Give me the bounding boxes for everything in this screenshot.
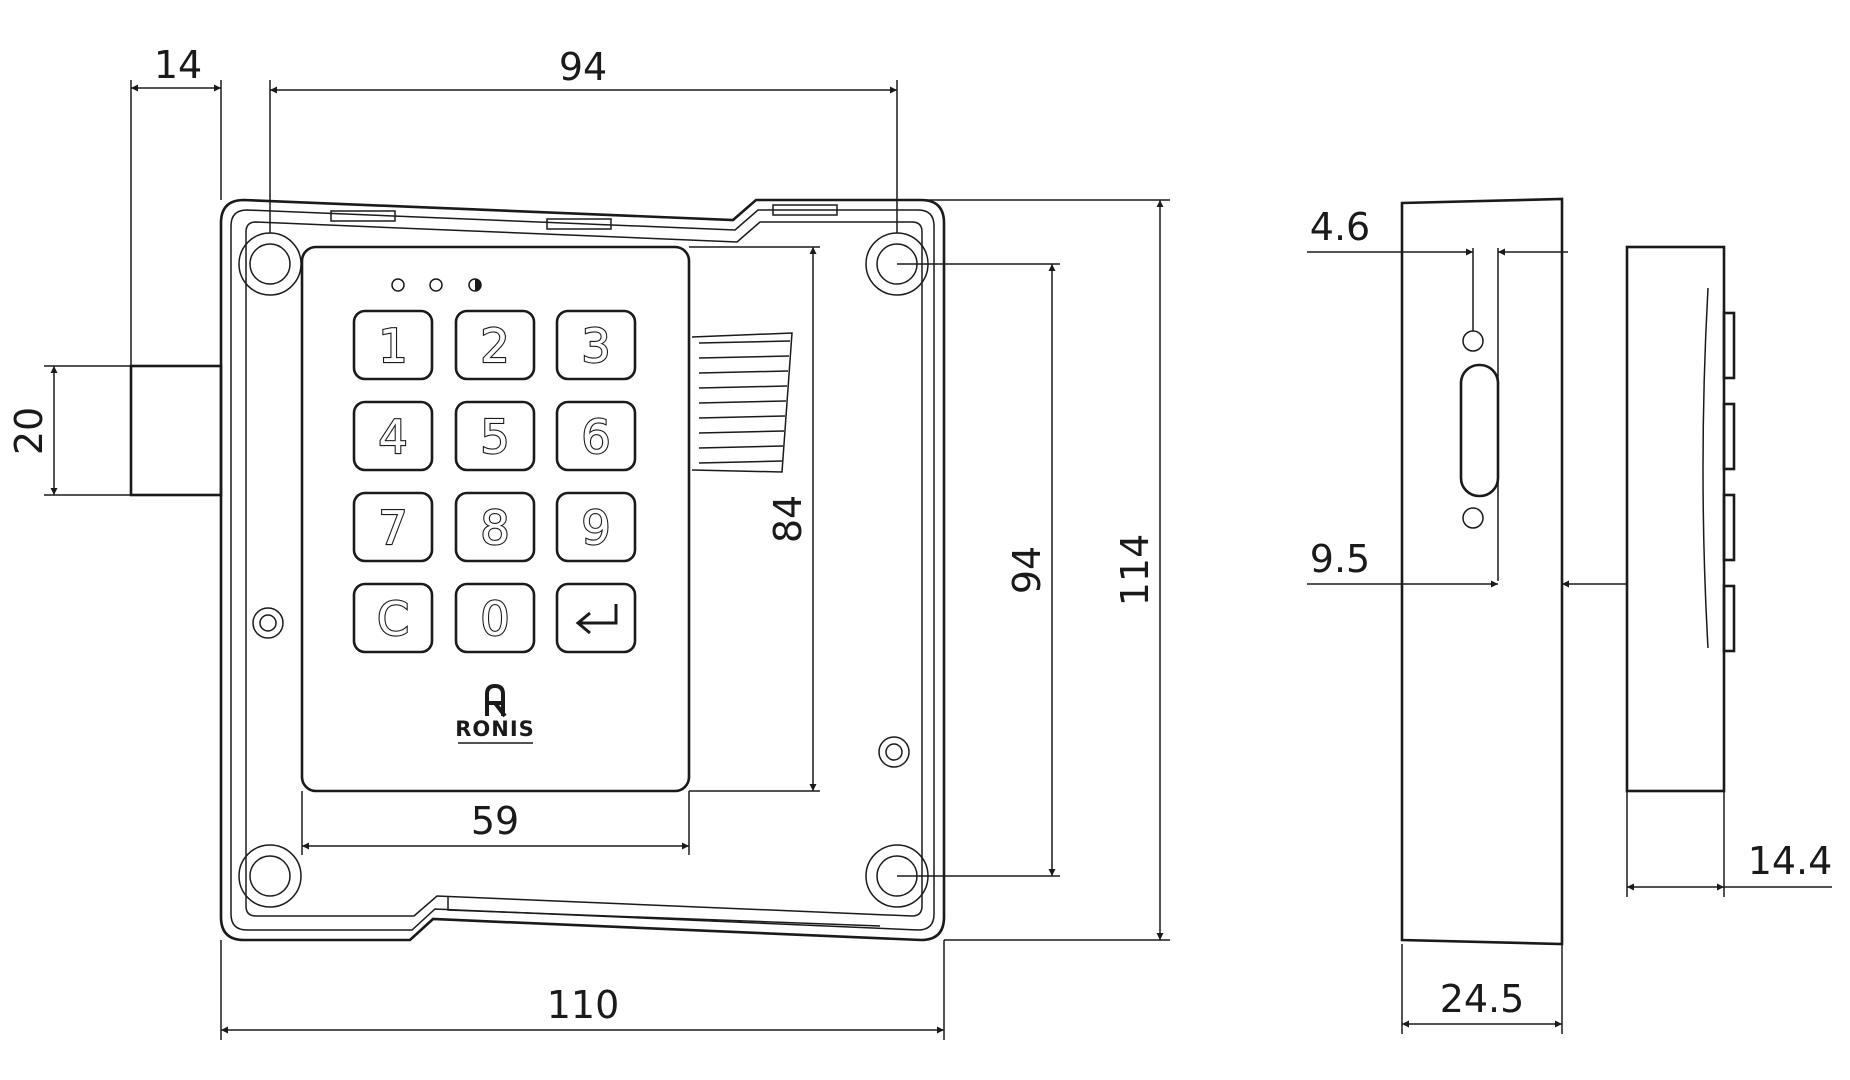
key-1[interactable]: 1 <box>352 309 434 381</box>
svg-text:3: 3 <box>581 319 610 373</box>
led-indicator <box>429 278 443 292</box>
keypad-side-outline <box>1625 245 1726 793</box>
svg-text:7: 7 <box>378 501 407 555</box>
led-indicator <box>391 278 405 292</box>
dim-hole-spacing-top: 94 <box>269 45 898 233</box>
key-3[interactable]: 3 <box>555 309 637 381</box>
keypad-side-key <box>1722 493 1736 562</box>
dim-bolt-height: 20 <box>7 365 131 496</box>
svg-text:20: 20 <box>7 407 51 455</box>
svg-text:9.5: 9.5 <box>1310 537 1370 581</box>
svg-text:94: 94 <box>559 45 607 89</box>
svg-text:14.4: 14.4 <box>1748 839 1833 883</box>
svg-text:4.6: 4.6 <box>1310 205 1370 249</box>
dim-keypad-width: 59 <box>301 791 690 855</box>
side-hole <box>1462 330 1484 352</box>
dim-hole-spacing-vertical: 94 <box>897 263 1060 877</box>
svg-text:14: 14 <box>154 43 202 87</box>
dim-keypad-depth: 14.4 <box>1626 791 1833 897</box>
svg-text:RONIS: RONIS <box>455 717 535 741</box>
dim-total-height: 114 <box>921 199 1170 941</box>
front-view: 1 2 3 4 5 6 7 8 9 C 0 RONIS <box>129 198 946 942</box>
ronis-logo-mark <box>485 683 507 718</box>
screw-right <box>878 736 910 768</box>
mount-hole-bottom-left <box>238 844 302 908</box>
key-0[interactable]: 0 <box>454 582 536 654</box>
keypad-side-curve <box>1702 287 1709 649</box>
side-view-body <box>1400 197 1564 946</box>
svg-text:94: 94 <box>1005 546 1049 594</box>
key-7[interactable]: 7 <box>352 491 434 563</box>
svg-text:114: 114 <box>1113 534 1157 607</box>
key-9[interactable]: 9 <box>555 491 637 563</box>
svg-text:C: C <box>377 592 409 646</box>
lock-body-inner-outline <box>230 209 935 931</box>
svg-text:4: 4 <box>378 410 407 464</box>
side-view-keypad <box>1625 245 1736 793</box>
dimensions: 14 94 20 84 94 <box>7 43 1832 1040</box>
vent-grille <box>691 332 793 473</box>
top-tab <box>772 204 838 216</box>
svg-text:84: 84 <box>766 495 810 543</box>
key-clear[interactable]: C <box>352 582 434 654</box>
key-5[interactable]: 5 <box>454 400 536 472</box>
svg-text:110: 110 <box>547 983 620 1027</box>
svg-text:59: 59 <box>471 799 519 843</box>
dim-total-width: 110 <box>220 940 945 1040</box>
dim-keypad-height: 84 <box>689 246 820 792</box>
top-tab <box>546 218 612 230</box>
key-4[interactable]: 4 <box>352 400 434 472</box>
key-2[interactable]: 2 <box>454 309 536 381</box>
svg-text:8: 8 <box>480 501 509 555</box>
latch-bolt <box>129 364 223 497</box>
enter-arrow-icon <box>575 604 618 635</box>
mount-hole-top-left <box>238 232 302 296</box>
lock-body-outline <box>219 198 946 942</box>
dim-bolt-width: 14 <box>130 43 222 366</box>
key-enter[interactable] <box>555 582 637 654</box>
keypad-plate <box>300 245 691 793</box>
svg-text:5: 5 <box>480 410 509 464</box>
lock-body-recess <box>245 221 923 917</box>
svg-text:0: 0 <box>480 592 509 646</box>
ronis-logo: RONIS <box>455 683 535 744</box>
keypad-side-key <box>1722 402 1736 471</box>
side-body-outline <box>1400 197 1564 946</box>
key-8[interactable]: 8 <box>454 491 536 563</box>
side-hole <box>1462 507 1484 529</box>
bottom-rail <box>447 896 881 927</box>
svg-text:1: 1 <box>378 319 407 373</box>
dim-side-depth: 24.5 <box>1401 944 1563 1034</box>
led-indicator <box>468 278 482 292</box>
side-slot <box>1459 363 1500 498</box>
svg-text:9: 9 <box>581 501 610 555</box>
screw-left <box>252 607 284 639</box>
key-6[interactable]: 6 <box>555 400 637 472</box>
dim-side-top: 4.6 <box>1307 205 1568 581</box>
svg-text:6: 6 <box>581 410 610 464</box>
keypad-keys: 1 2 3 4 5 6 7 8 9 C 0 <box>352 309 637 654</box>
keypad-side-key <box>1722 311 1736 380</box>
svg-text:24.5: 24.5 <box>1440 977 1525 1021</box>
keypad-side-key <box>1722 584 1736 653</box>
dim-side-mid: 9.5 <box>1307 537 1627 588</box>
svg-text:2: 2 <box>480 319 509 373</box>
top-tab <box>330 210 396 222</box>
